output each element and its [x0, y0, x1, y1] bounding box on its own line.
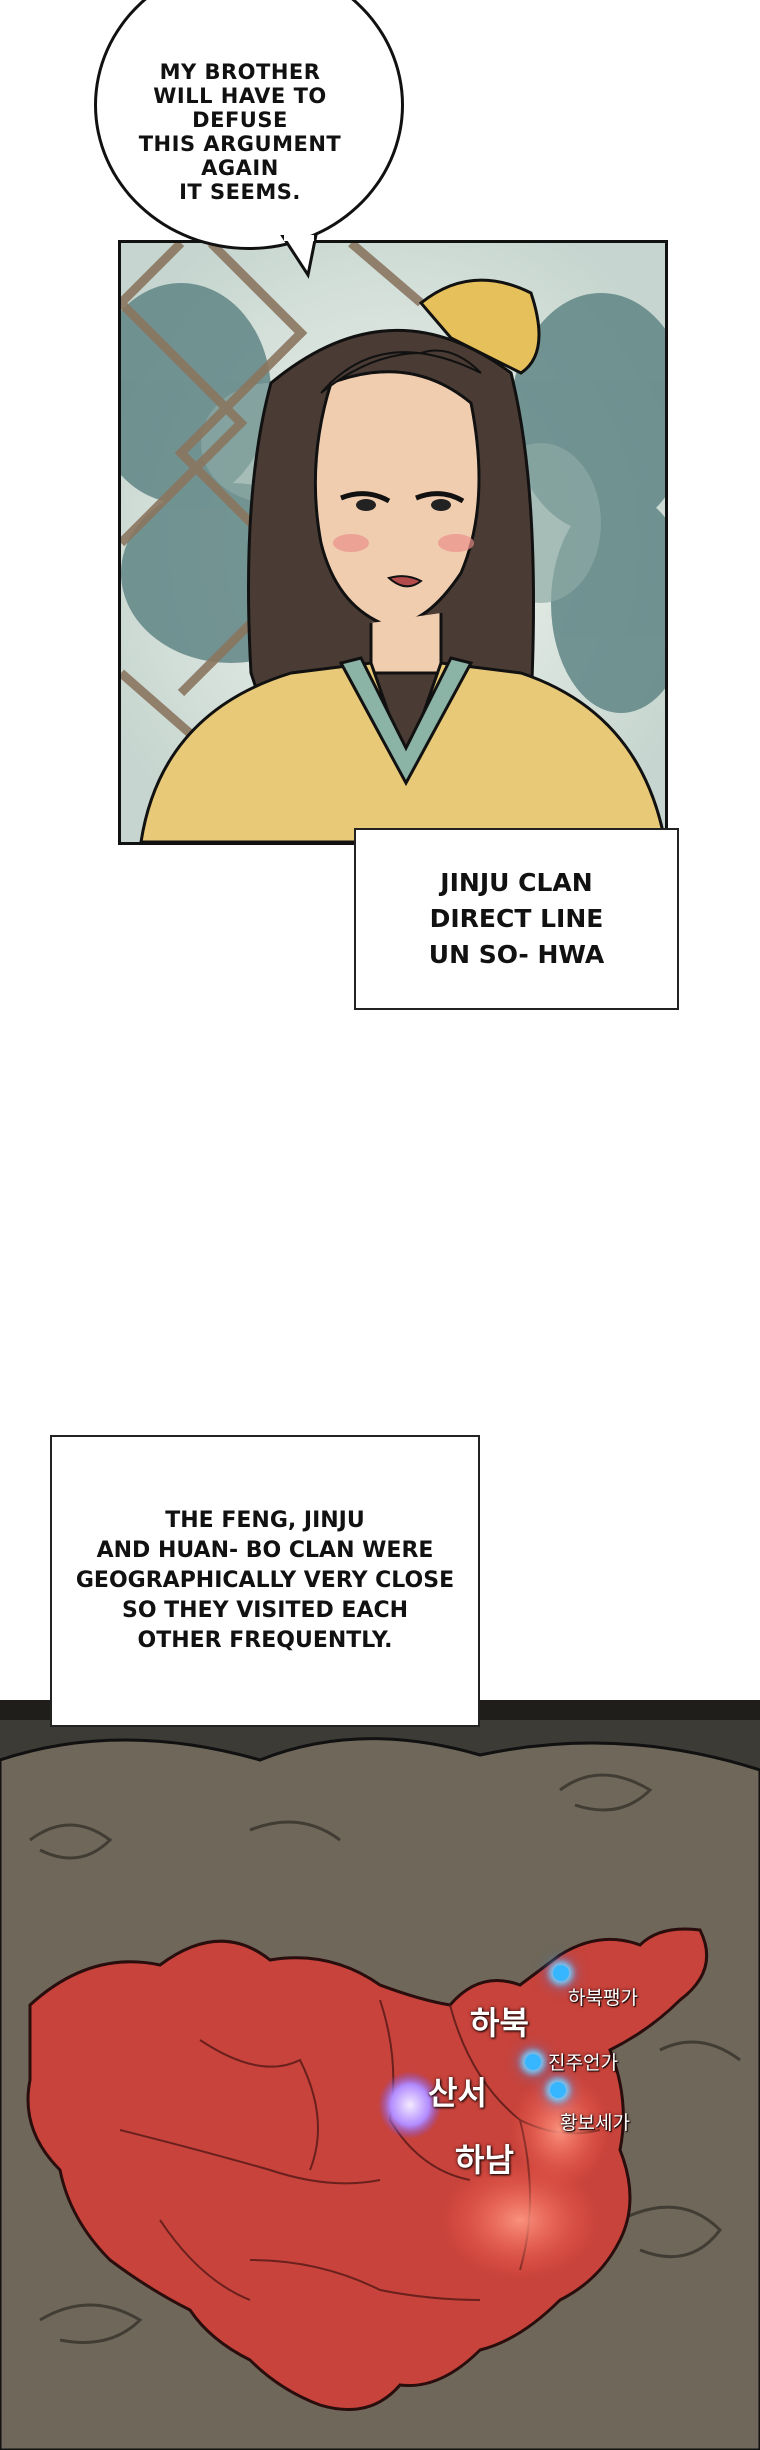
- jinju-un-marker-dot: [525, 2054, 541, 2070]
- henan-province-label: 하남: [455, 2141, 514, 2179]
- speech-bubble-text: MY BROTHER WILL HAVE TO DEFUSE THIS ARGU…: [138, 60, 342, 204]
- huanbo-marker-dot: [550, 2082, 566, 2098]
- hebei-province-label: 하북: [470, 2004, 529, 2042]
- shanxi-province-label: 산서: [428, 2074, 487, 2112]
- character-illustration: [121, 243, 665, 842]
- speech-bubble: [94, 0, 404, 250]
- character-intro-caption: JINJU CLAN DIRECT LINE UN SO- HWA: [354, 828, 679, 1010]
- china-map-illustration: [0, 1700, 760, 2450]
- huanbo-clan-label: 황보세가: [560, 2112, 630, 2134]
- narration-caption: THE FENG, JINJU AND HUAN- BO CLAN WERE G…: [50, 1435, 480, 1727]
- hebei-feng-clan-label: 하북팽가: [568, 1987, 638, 2009]
- hebei-feng-marker-dot: [553, 1965, 569, 1981]
- speech-bubble-tail: [280, 235, 318, 279]
- jinju-un-clan-label: 진주언가: [548, 2052, 618, 2074]
- character-portrait-panel: [118, 240, 668, 845]
